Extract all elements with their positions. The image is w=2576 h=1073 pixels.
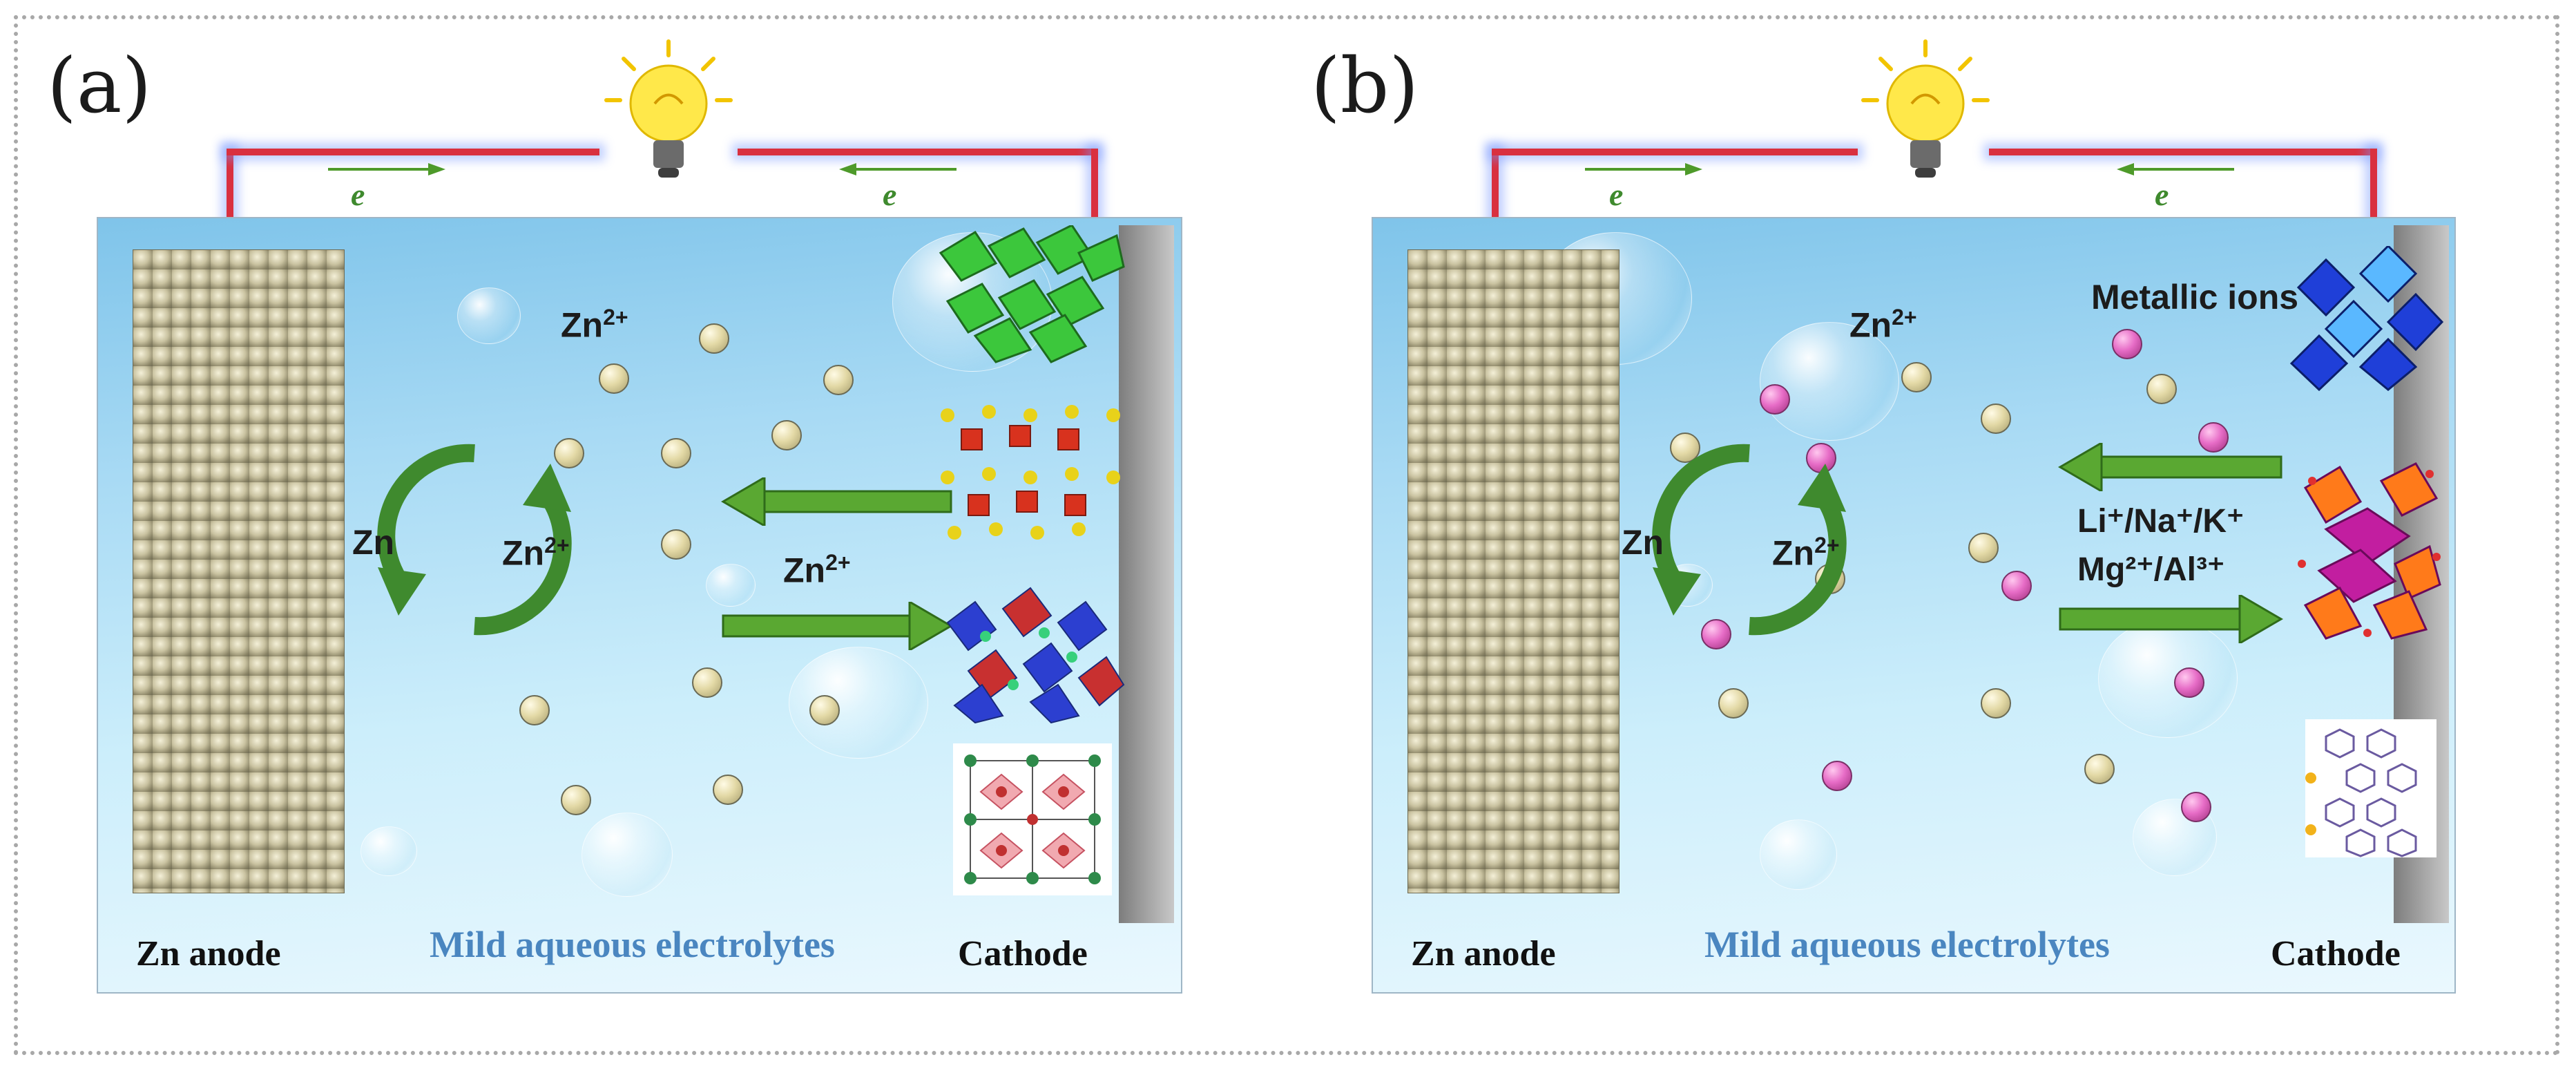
zn-ion	[1670, 433, 1700, 463]
bubble	[361, 826, 417, 876]
cycle-zn-label: Zn	[352, 523, 395, 562]
bubble	[581, 813, 673, 897]
zn-ion	[1968, 533, 1999, 563]
metal-ion	[2198, 422, 2229, 453]
metal-ion	[1760, 384, 1790, 415]
cathode-label: Cathode	[2271, 934, 2401, 974]
zn-ion	[2146, 374, 2177, 404]
octahedral-crystal-icon	[2289, 246, 2443, 391]
cations-label-line1: Li⁺/Na⁺/K⁺	[2077, 503, 2245, 540]
light-bulb-icon	[1861, 39, 1990, 178]
cations-label-line2: Mg²⁺/Al³⁺	[2077, 551, 2225, 588]
spinel-crystal-icon	[946, 587, 1125, 724]
bubble	[789, 647, 928, 759]
metal-ion	[2112, 329, 2142, 359]
electron-label-a-left: e	[351, 177, 365, 212]
organic-crystal-icon	[2305, 719, 2436, 857]
panel-b-letter: (b)	[1311, 41, 1419, 130]
light-bulb-icon	[604, 39, 733, 178]
zn-ion	[692, 667, 722, 698]
electrolyte-label: Mild aqueous electrolytes	[430, 924, 835, 965]
bubble	[2098, 619, 2238, 738]
electron-label-b-left: e	[1609, 177, 1624, 212]
wire-b-right-vertical	[2370, 149, 2377, 252]
zn-ion	[1981, 688, 2011, 719]
wire-a-left-vertical	[227, 149, 233, 252]
wire-b-top-right	[1989, 149, 2376, 155]
zn-ion-label: Zn2+	[561, 305, 628, 345]
zn-ion	[561, 785, 591, 815]
zn-ion	[1718, 688, 1749, 719]
cycle-arrows-icon	[377, 444, 572, 636]
electron-label-b-right: e	[2155, 177, 2169, 212]
bubble	[457, 287, 521, 344]
zn-ion	[2084, 754, 2115, 784]
figure-frame	[14, 15, 2559, 1055]
electron-label-a-right: e	[883, 177, 897, 212]
bubble	[1760, 322, 1899, 441]
zn-ion	[1981, 403, 2011, 434]
bubble	[706, 564, 756, 607]
metal-ion	[2181, 792, 2211, 822]
cycle-zn-label: Zn	[1622, 523, 1664, 562]
zn-anode-label: Zn anode	[136, 934, 281, 974]
wire-b-top-left	[1492, 149, 1858, 155]
arrow-left-icon	[2117, 163, 2234, 175]
wire-b-left-vertical	[1492, 149, 1499, 252]
arrow-left-icon	[2058, 443, 2282, 491]
zn-anode-block	[133, 249, 345, 893]
zn-ion	[554, 438, 584, 468]
polyanion-crystal-icon	[2298, 462, 2441, 640]
zn-ion-label: Zn2+	[1849, 305, 1917, 345]
wire-a-top-right	[738, 149, 1097, 155]
zn-ion	[809, 695, 840, 725]
metallic-ions-label: Metallic ions	[2091, 278, 2299, 316]
zn-anode-label: Zn anode	[1411, 934, 1556, 974]
cycle-arrows-icon	[1652, 444, 1847, 636]
arrow-left-icon	[839, 163, 957, 175]
zn-ion	[713, 775, 743, 805]
zn-ion	[661, 438, 691, 468]
cathode-plate	[1119, 225, 1174, 923]
arrow-right-icon	[1585, 163, 1702, 175]
zn-ion	[699, 323, 729, 354]
metal-ion	[1822, 761, 1852, 791]
metal-ion	[2001, 571, 2032, 601]
cell-b: Zn2+ Metallic ions Zn Zn2+ Li⁺/Na⁺/K⁺ Mg…	[1372, 217, 2456, 994]
prussian-crystal-icon	[953, 743, 1112, 895]
metal-ion	[1806, 443, 1836, 473]
metal-ion	[2174, 667, 2204, 698]
zn-ion	[661, 529, 691, 560]
arrow-right-icon	[722, 602, 953, 650]
arrow-zn-label: Zn2+	[783, 550, 851, 590]
arrow-right-icon	[328, 163, 445, 175]
tunnel-crystal-icon	[941, 405, 1120, 540]
cycle-zn2-label: Zn2+	[502, 533, 570, 573]
metal-ion	[1701, 619, 1731, 649]
electrolyte-label: Mild aqueous electrolytes	[1704, 924, 2110, 965]
zn-ion	[823, 365, 854, 395]
wire-a-top-left	[227, 149, 599, 155]
arrow-left-icon	[721, 477, 952, 526]
cell-a: Zn2+ Zn Zn2+ Zn2+	[97, 217, 1182, 994]
zn-ion	[519, 695, 550, 725]
zn-ion	[771, 420, 802, 450]
zn-ion	[599, 363, 629, 394]
zn-ion	[1901, 362, 1932, 392]
cycle-zn2-label: Zn2+	[1772, 533, 1840, 573]
arrow-right-icon	[2059, 595, 2283, 643]
layered-crystal-icon	[939, 225, 1125, 363]
zn-anode-block	[1407, 249, 1619, 893]
cathode-label: Cathode	[958, 934, 1088, 974]
panel-a-letter: (a)	[47, 41, 152, 130]
bubble	[1760, 819, 1837, 890]
wire-a-right-vertical	[1091, 149, 1098, 252]
